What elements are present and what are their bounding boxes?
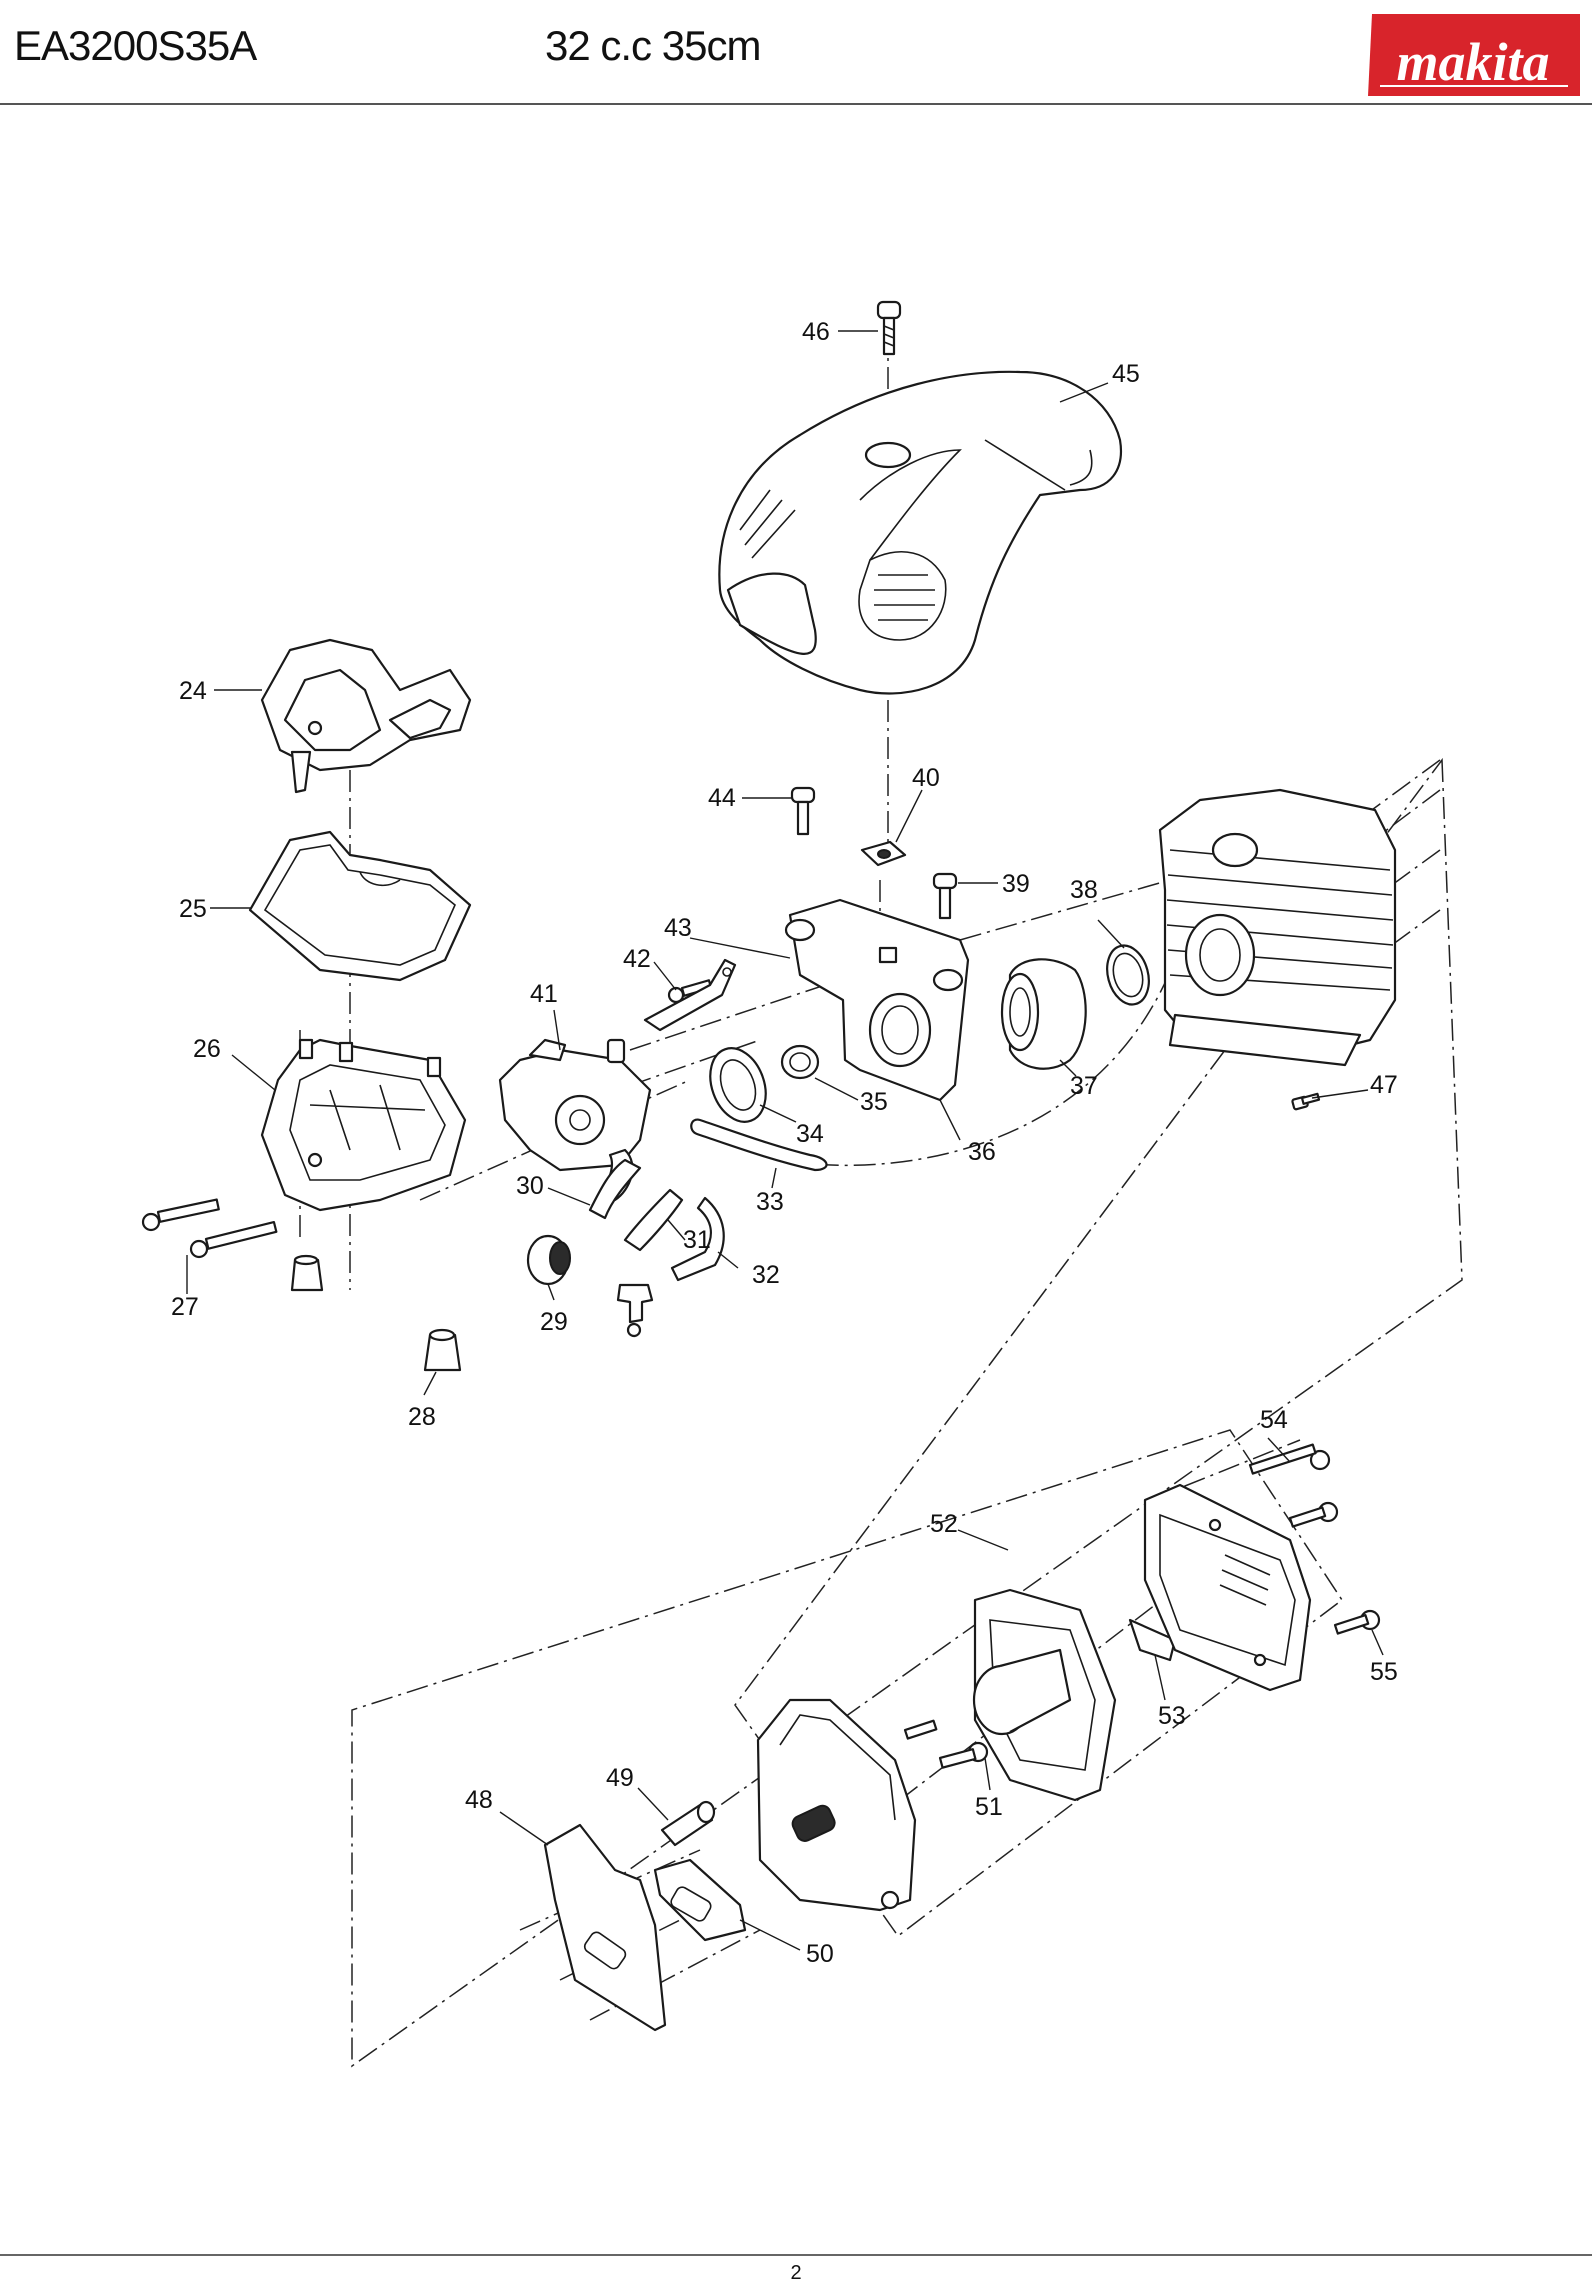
callout-49: 49 bbox=[606, 1764, 634, 1792]
outer-muffler-cover bbox=[1143, 1483, 1312, 1692]
engine-spec: 32 c.c 35cm bbox=[545, 22, 761, 69]
footer-divider bbox=[0, 2254, 1592, 2256]
callout-leaders bbox=[186, 330, 1384, 1951]
callout-28: 28 bbox=[408, 1403, 436, 1431]
callout-33: 33 bbox=[756, 1188, 784, 1216]
callout-46: 46 bbox=[802, 318, 830, 346]
part-49-spacer bbox=[660, 1800, 716, 1847]
part-24-filter-frame bbox=[260, 638, 472, 794]
callout-43: 43 bbox=[664, 914, 692, 942]
callout-32: 32 bbox=[752, 1261, 780, 1289]
callout-53: 53 bbox=[1158, 1702, 1186, 1730]
callout-37: 37 bbox=[1070, 1072, 1098, 1100]
part-44-screw bbox=[790, 786, 816, 836]
callout-40: 40 bbox=[912, 764, 940, 792]
callout-47: 47 bbox=[1370, 1071, 1398, 1099]
part-48-heat-shield bbox=[543, 1823, 667, 2032]
part-55-screw bbox=[1333, 1609, 1381, 1635]
page-number: 2 bbox=[790, 2262, 802, 2284]
part-34-intake-gasket bbox=[709, 1047, 767, 1123]
part-32-fuel-line bbox=[616, 1196, 725, 1338]
callout-29: 29 bbox=[540, 1308, 568, 1336]
part-53-tab bbox=[1128, 1618, 1177, 1662]
callout-51: 51 bbox=[975, 1793, 1003, 1821]
part-36-intake-manifold bbox=[784, 898, 970, 1102]
callout-45: 45 bbox=[1112, 360, 1140, 388]
part-39-screw bbox=[932, 872, 958, 920]
callout-30: 30 bbox=[516, 1172, 544, 1200]
part-26-filter-base bbox=[260, 1038, 467, 1212]
part-46-screw bbox=[876, 300, 902, 356]
header-divider bbox=[0, 103, 1592, 105]
logo-wordmark: makita bbox=[1396, 32, 1549, 92]
part-43-bracket bbox=[643, 958, 737, 1032]
part-27-screws bbox=[141, 1198, 278, 1259]
callout-27: 27 bbox=[171, 1293, 199, 1321]
callout-31: 31 bbox=[683, 1226, 711, 1254]
part-40-nut bbox=[860, 840, 907, 867]
callout-35: 35 bbox=[860, 1088, 888, 1116]
part-45-top-cover bbox=[718, 370, 1123, 695]
callout-26: 26 bbox=[193, 1035, 221, 1063]
part-28-grommets bbox=[290, 1254, 462, 1372]
callout-55: 55 bbox=[1370, 1658, 1398, 1686]
makita-logo: makita bbox=[1368, 14, 1580, 96]
callout-52: 52 bbox=[930, 1510, 958, 1538]
part-25-filter-element bbox=[248, 830, 472, 982]
part-50-exhaust-gasket bbox=[653, 1858, 747, 1942]
part-31-hose bbox=[623, 1188, 684, 1252]
callout-24: 24 bbox=[179, 677, 207, 705]
part-33-impulse-hose bbox=[690, 1118, 828, 1172]
callout-41: 41 bbox=[530, 980, 558, 1008]
part-52-muffler-cover bbox=[972, 1588, 1117, 1802]
callout-50: 50 bbox=[806, 1940, 834, 1968]
muffler-body bbox=[756, 1698, 917, 1912]
cylinder bbox=[1158, 788, 1397, 1067]
callout-42: 42 bbox=[623, 945, 651, 973]
part-38-o-ring bbox=[1106, 944, 1150, 1006]
callout-34: 34 bbox=[796, 1120, 824, 1148]
callout-38: 38 bbox=[1070, 876, 1098, 904]
part-30-hose bbox=[588, 1158, 642, 1220]
callout-39: 39 bbox=[1002, 870, 1030, 898]
part-29-primer-bulb bbox=[526, 1234, 571, 1286]
callout-44: 44 bbox=[708, 784, 736, 812]
callout-48: 48 bbox=[465, 1786, 493, 1814]
model-number: EA3200S35A bbox=[14, 22, 257, 69]
part-37-adapter bbox=[1000, 958, 1087, 1070]
part-47-plug bbox=[1291, 1092, 1321, 1111]
part-54-screws bbox=[1248, 1443, 1339, 1528]
part-35-ring bbox=[780, 1044, 820, 1080]
callout-54: 54 bbox=[1260, 1406, 1288, 1434]
callout-36: 36 bbox=[968, 1138, 996, 1166]
callout-labels: 24 25 26 27 28 29 30 31 32 33 34 35 36 3… bbox=[171, 318, 1398, 1968]
callout-25: 25 bbox=[179, 895, 207, 923]
